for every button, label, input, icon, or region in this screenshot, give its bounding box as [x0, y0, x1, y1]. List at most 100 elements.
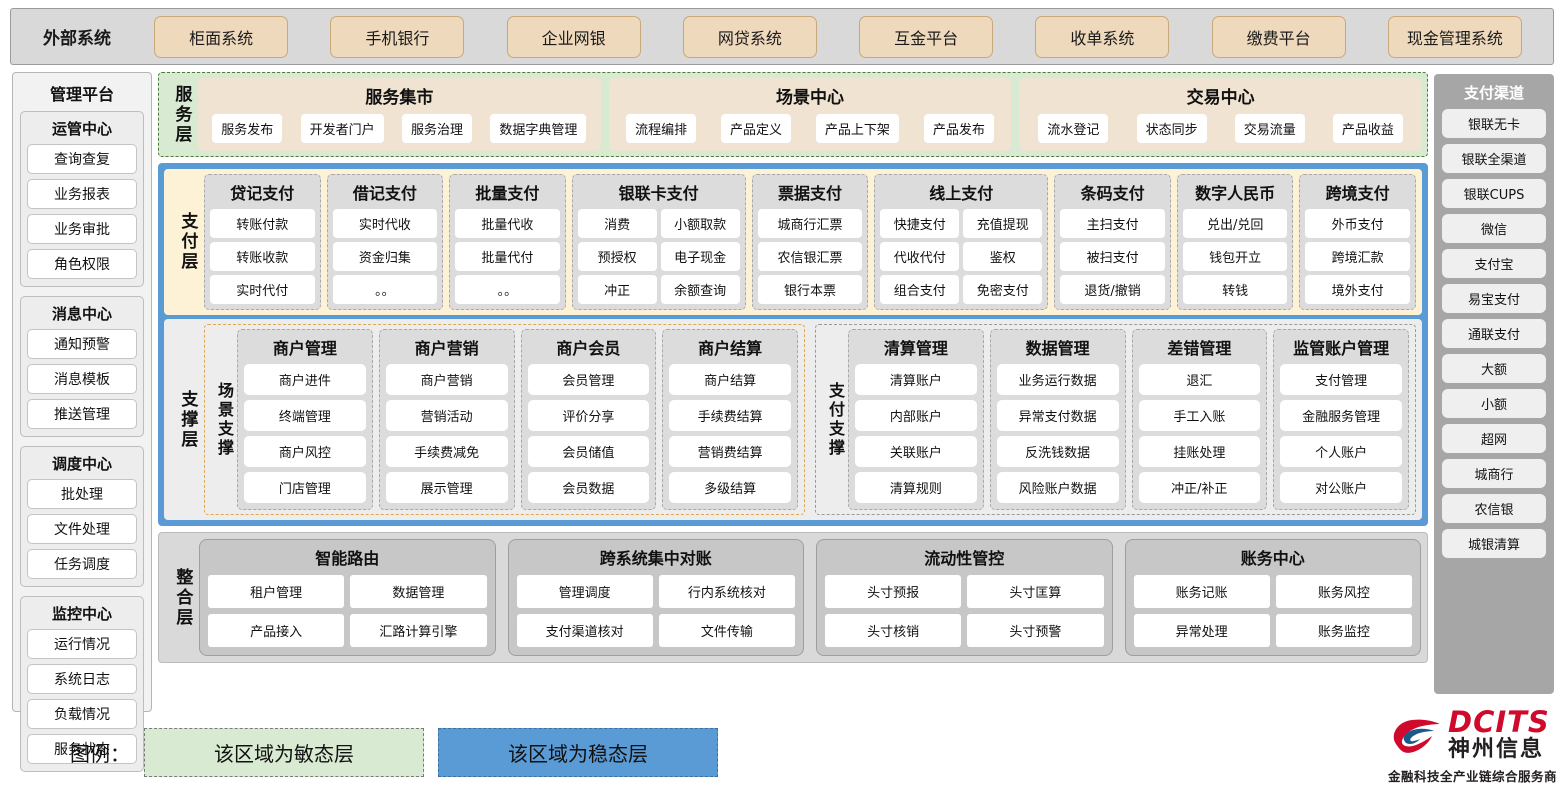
payment-channel-item[interactable]: 城银清算	[1442, 529, 1546, 558]
external-system-chip[interactable]: 现金管理系统	[1387, 15, 1522, 58]
payment-item[interactable]: 鉴权	[963, 242, 1043, 271]
support-item[interactable]: 冲正/补正	[1138, 472, 1261, 503]
payment-item[interactable]: 余额查询	[660, 275, 740, 304]
integration-item[interactable]: 头寸预警	[967, 614, 1104, 647]
support-item[interactable]: 手续费减免	[385, 436, 508, 467]
payment-item[interactable]: 转账收款	[210, 242, 315, 271]
payment-item[interactable]: 组合支付	[880, 275, 960, 304]
payment-channel-item[interactable]: 农信银	[1442, 494, 1546, 523]
integration-item[interactable]: 头寸预报	[825, 575, 962, 608]
payment-item[interactable]: 实时代收	[332, 209, 438, 238]
support-item[interactable]: 对公账户	[1280, 472, 1402, 503]
payment-channel-item[interactable]: 通联支付	[1442, 319, 1546, 348]
service-item[interactable]: 流程编排	[626, 114, 697, 143]
support-item[interactable]: 清算账户	[855, 364, 977, 395]
external-system-chip[interactable]: 网贷系统	[682, 15, 817, 58]
support-item[interactable]: 手工入账	[1138, 400, 1261, 431]
service-item[interactable]: 产品上下架	[815, 114, 899, 143]
support-item[interactable]: 展示管理	[385, 472, 508, 503]
payment-item[interactable]: 免密支付	[963, 275, 1043, 304]
payment-item[interactable]: 农信银汇票	[757, 242, 863, 271]
integration-item[interactable]: 支付渠道核对	[516, 614, 653, 647]
payment-item[interactable]: 批量代收	[455, 209, 560, 238]
external-system-chip[interactable]: 收单系统	[1035, 15, 1170, 58]
integration-item[interactable]: 行内系统核对	[658, 575, 795, 608]
management-item[interactable]: 任务调度	[27, 549, 137, 579]
service-item[interactable]: 状态同步	[1136, 114, 1207, 143]
payment-channel-item[interactable]: 银联无卡	[1442, 109, 1546, 138]
payment-item[interactable]: 主扫支付	[1060, 209, 1165, 238]
integration-item[interactable]: 租户管理	[208, 575, 345, 608]
payment-item[interactable]: 钱包开立	[1182, 242, 1288, 271]
payment-item[interactable]: 资金归集	[332, 242, 438, 271]
payment-item[interactable]: 城商行汇票	[757, 209, 863, 238]
payment-channel-item[interactable]: 超网	[1442, 424, 1546, 453]
service-item[interactable]: 交易流量	[1234, 114, 1305, 143]
support-item[interactable]: 挂账处理	[1138, 436, 1261, 467]
support-item[interactable]: 清算规则	[855, 472, 977, 503]
support-item[interactable]: 反洗钱数据	[996, 436, 1119, 467]
support-item[interactable]: 会员管理	[527, 364, 650, 395]
management-item[interactable]: 服务状态	[27, 734, 137, 764]
management-item[interactable]: 消息模板	[27, 364, 137, 394]
management-item[interactable]: 文件处理	[27, 514, 137, 544]
service-item[interactable]: 产品定义	[721, 114, 792, 143]
management-item[interactable]: 业务报表	[27, 179, 137, 209]
integration-item[interactable]: 数据管理	[350, 575, 487, 608]
support-item[interactable]: 会员数据	[527, 472, 650, 503]
payment-item[interactable]: 银行本票	[757, 275, 863, 304]
management-item[interactable]: 批处理	[27, 479, 137, 509]
payment-item[interactable]: 境外支付	[1305, 275, 1410, 304]
support-item[interactable]: 个人账户	[1280, 436, 1402, 467]
management-item[interactable]: 角色权限	[27, 249, 137, 279]
support-item[interactable]: 门店管理	[244, 472, 366, 503]
integration-item[interactable]: 异常处理	[1133, 614, 1270, 647]
external-system-chip[interactable]: 柜面系统	[154, 15, 289, 58]
payment-channel-item[interactable]: 银联全渠道	[1442, 144, 1546, 173]
integration-item[interactable]: 账务监控	[1275, 614, 1412, 647]
payment-item[interactable]: 转账付款	[210, 209, 315, 238]
management-item[interactable]: 查询查复	[27, 144, 137, 174]
service-item[interactable]: 开发者门户	[300, 114, 384, 143]
management-item[interactable]: 推送管理	[27, 399, 137, 429]
support-item[interactable]: 商户营销	[385, 364, 508, 395]
service-item[interactable]: 服务治理	[402, 114, 473, 143]
integration-item[interactable]: 头寸核销	[825, 614, 962, 647]
integration-item[interactable]: 头寸匡算	[967, 575, 1104, 608]
management-item[interactable]: 通知预警	[27, 329, 137, 359]
payment-item[interactable]: 实时代付	[210, 275, 315, 304]
payment-item[interactable]: 。。	[455, 275, 560, 304]
support-item[interactable]: 关联账户	[855, 436, 977, 467]
payment-channel-item[interactable]: 银联CUPS	[1442, 179, 1546, 208]
payment-channel-item[interactable]: 小额	[1442, 389, 1546, 418]
support-item[interactable]: 商户结算	[669, 364, 791, 395]
payment-channel-item[interactable]: 支付宝	[1442, 249, 1546, 278]
integration-item[interactable]: 账务风控	[1275, 575, 1412, 608]
payment-channel-item[interactable]: 大额	[1442, 354, 1546, 383]
management-item[interactable]: 运行情况	[27, 629, 137, 659]
management-item[interactable]: 负载情况	[27, 699, 137, 729]
support-item[interactable]: 退汇	[1138, 364, 1261, 395]
service-item[interactable]: 数据字典管理	[490, 114, 587, 143]
payment-item[interactable]: 被扫支付	[1060, 242, 1165, 271]
support-item[interactable]: 多级结算	[669, 472, 791, 503]
payment-item[interactable]: 消费	[577, 209, 657, 238]
payment-item[interactable]: 充值提现	[963, 209, 1043, 238]
payment-channel-item[interactable]: 微信	[1442, 214, 1546, 243]
payment-item[interactable]: 兑出/兑回	[1182, 209, 1288, 238]
service-item[interactable]: 流水登记	[1038, 114, 1109, 143]
service-item[interactable]: 产品收益	[1332, 114, 1403, 143]
management-item[interactable]: 业务审批	[27, 214, 137, 244]
payment-item[interactable]: 快捷支付	[880, 209, 960, 238]
external-system-chip[interactable]: 缴费平台	[1211, 15, 1346, 58]
integration-item[interactable]: 汇路计算引擎	[350, 614, 487, 647]
payment-item[interactable]: 跨境汇款	[1305, 242, 1410, 271]
payment-item[interactable]: 批量代付	[455, 242, 560, 271]
payment-item[interactable]: 代收代付	[880, 242, 960, 271]
support-item[interactable]: 营销费结算	[669, 436, 791, 467]
payment-item[interactable]: 转钱	[1182, 275, 1288, 304]
payment-item[interactable]: 小额取款	[660, 209, 740, 238]
management-item[interactable]: 系统日志	[27, 664, 137, 694]
payment-item[interactable]: 预授权	[577, 242, 657, 271]
payment-channel-item[interactable]: 城商行	[1442, 459, 1546, 488]
